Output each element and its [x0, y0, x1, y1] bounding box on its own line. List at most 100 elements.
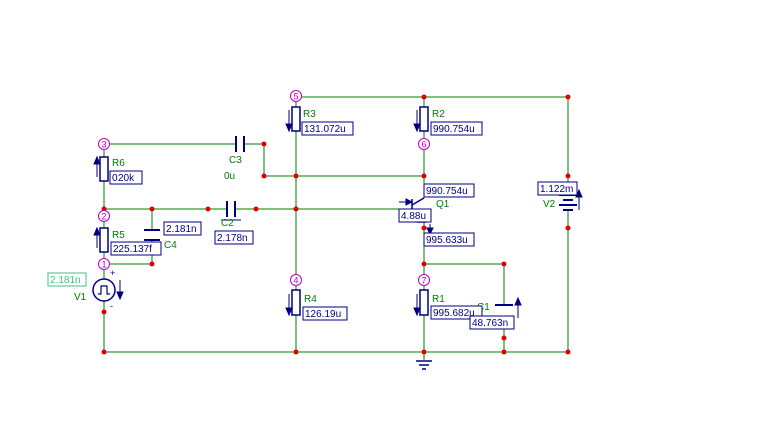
readout-r4-current: 126.19u: [302, 306, 348, 321]
junction-dot: [149, 261, 155, 267]
node-marker-5[interactable]: 5: [290, 90, 302, 102]
label-v1: V1: [74, 292, 87, 303]
svg-text:2.181n: 2.181n: [166, 224, 197, 235]
minus-sign: -: [110, 301, 113, 311]
junction-dot: [293, 173, 299, 179]
readout-r6-current: 0 20k: [109, 170, 143, 185]
current-arrow-icon: [116, 280, 124, 301]
label-c2: C2: [221, 218, 234, 229]
junction-dot: [421, 225, 427, 231]
resistor-r3[interactable]: [285, 106, 301, 133]
svg-text:995.682u: 995.682u: [433, 308, 475, 319]
junction-dot: [501, 349, 507, 355]
capacitor-c2[interactable]: [221, 201, 241, 221]
current-arrow-icon: [285, 294, 293, 317]
svg-text:2: 2: [101, 212, 106, 222]
junction-dot: [565, 225, 571, 231]
node-marker-3[interactable]: 3: [98, 138, 110, 150]
junction-dot: [421, 261, 427, 267]
junction-dot: [565, 94, 571, 100]
resistor-r4[interactable]: [285, 289, 301, 317]
junction-dot: [501, 335, 507, 341]
svg-text:126.19u: 126.19u: [305, 309, 341, 320]
node-marker-1[interactable]: 1: [98, 258, 110, 270]
svg-text:1.122m: 1.122m: [540, 184, 573, 195]
node-marker-6[interactable]: 6: [418, 138, 430, 150]
plus-sign: +: [110, 268, 115, 278]
svg-text:4: 4: [293, 276, 298, 286]
current-arrow-icon: [514, 296, 522, 318]
label-r3: R3: [303, 109, 316, 120]
readout-q1-base: 4.88u: [398, 208, 432, 223]
svg-text:0: 0: [112, 173, 118, 184]
readout-c2-current: 2.178n: [214, 230, 254, 245]
junction-dot: [501, 261, 507, 267]
svg-text:2.178n: 2.178n: [217, 233, 248, 244]
resistor-r1[interactable]: [413, 289, 429, 317]
label-c1: C1: [477, 302, 490, 313]
capacitor-c4[interactable]: [144, 229, 160, 241]
svg-text:7: 7: [421, 276, 426, 286]
junction-dot: [565, 173, 571, 179]
label-c3-current: 0u: [224, 171, 235, 182]
label-r5: R5: [112, 230, 125, 241]
readout-q1-emitter: 995.633u: [423, 232, 475, 247]
junction-dot: [101, 309, 107, 315]
junction-dot: [101, 349, 107, 355]
label-r2: R2: [432, 109, 445, 120]
junction-dot: [261, 173, 267, 179]
voltage-source-v1[interactable]: + -: [92, 268, 124, 311]
label-c4: C4: [164, 240, 177, 251]
pulse-waveform-icon: [98, 285, 110, 295]
label-c3: C3: [229, 155, 242, 166]
node-marker-7[interactable]: 7: [418, 274, 430, 286]
junction-dot: [205, 206, 211, 212]
current-arrow-icon: [285, 110, 293, 133]
junction-dot: [421, 349, 427, 355]
current-arrow-icon: [93, 155, 101, 177]
readout-v1-current: 2.181n: [47, 272, 87, 287]
svg-text:48.763n: 48.763n: [472, 318, 508, 329]
node-marker-2[interactable]: 2: [98, 210, 110, 222]
junction-dot: [565, 349, 571, 355]
ground-symbol: [416, 360, 432, 370]
readout-r1-current: 995.682u: [430, 305, 483, 320]
capacitor-c1[interactable]: [495, 296, 522, 319]
readout-r3-current: 131.072u: [301, 121, 354, 136]
capacitor-c3[interactable]: [235, 136, 245, 152]
svg-text:990.754u: 990.754u: [426, 186, 468, 197]
current-arrow-icon: [413, 294, 421, 317]
readout-c4-current: 2.181n: [163, 221, 202, 236]
label-q1: Q1: [436, 199, 450, 210]
svg-text:6: 6: [421, 140, 426, 150]
readout-c1-current: 48.763n: [469, 315, 515, 330]
junction-dot: [421, 94, 427, 100]
resistor-r5[interactable]: [93, 226, 109, 253]
junction-dot: [253, 206, 259, 212]
resistor-r2[interactable]: [413, 106, 429, 133]
svg-text:990.754u: 990.754u: [433, 124, 475, 135]
svg-text:3: 3: [101, 140, 106, 150]
svg-text:225.137f: 225.137f: [113, 244, 152, 255]
label-r4: R4: [304, 294, 317, 305]
svg-text:20k: 20k: [118, 173, 135, 184]
current-arrow-icon: [93, 226, 101, 248]
junction-dot: [421, 173, 427, 179]
label-v2: V2: [543, 199, 556, 210]
svg-text:2.181n: 2.181n: [50, 275, 81, 286]
resistor-r6[interactable]: [93, 155, 109, 182]
svg-text:1: 1: [101, 260, 106, 270]
label-r6: R6: [112, 158, 125, 169]
readout-v2-current: 1.122m: [537, 181, 578, 196]
junction-dot: [261, 141, 267, 147]
svg-text:4.88u: 4.88u: [401, 211, 426, 222]
node-marker-4[interactable]: 4: [290, 274, 302, 286]
label-r1: R1: [432, 294, 445, 305]
svg-text:131.072u: 131.072u: [304, 124, 346, 135]
svg-text:5: 5: [293, 92, 298, 102]
readout-r2-current: 990.754u: [430, 121, 483, 136]
current-arrow-icon: [413, 110, 421, 133]
junction-dot: [293, 206, 299, 212]
readout-q1-collector: 990.754u: [423, 183, 475, 198]
